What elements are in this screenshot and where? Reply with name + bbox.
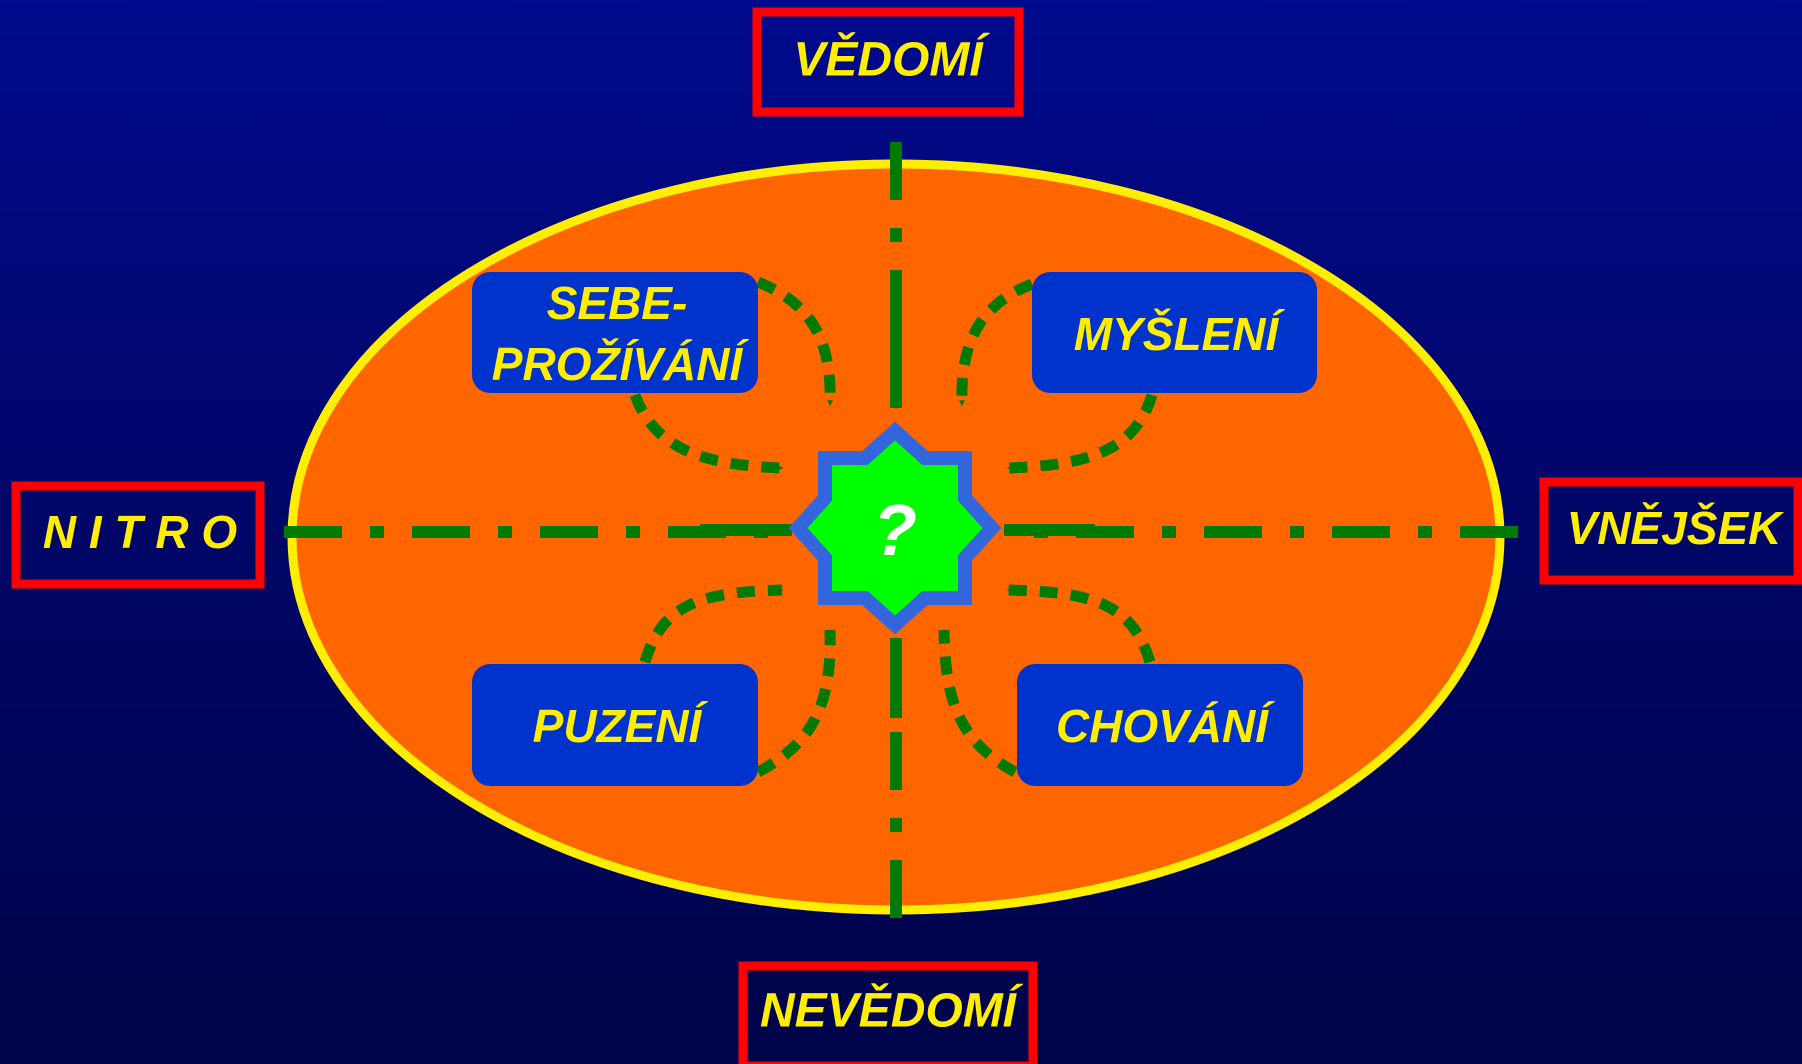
box-puzeni: PUZENÍ [472,664,758,786]
center-question-mark: ? [873,491,917,571]
label-vnejsek: VNĚJŠEK [1539,477,1802,585]
label-nevedomi-frame [738,961,1038,1064]
label-nitro-text: N I T R O [43,506,237,558]
star-shape [788,421,1002,635]
curve-mysleni-bottom [1006,393,1158,474]
label-vedomi-text: VĚDOMÍ [793,32,990,87]
curve-puzeni-top [639,584,784,664]
box-mysleni-bg [1032,272,1317,393]
label-vedomi-frame [752,7,1024,117]
label-nitro-frame [11,481,265,589]
box-chovani-label: CHOVÁNÍ [1056,700,1275,752]
label-vnejsek-frame [1539,477,1802,585]
curve-sebe-top [755,276,836,407]
box-mysleni-label: MYŠLENÍ [1074,308,1286,360]
curve-chovani-top [1006,584,1156,664]
curve-chovani-bottom [938,628,1018,777]
center-arrows [700,318,1095,718]
box-mysleni: MYŠLENÍ [1032,272,1317,393]
label-nevedomi-text: NEVĚDOMÍ [760,983,1024,1038]
box-sebeprozivani: SEBE- PROŽÍVÁNÍ [472,272,758,393]
center-star: ? [788,421,1002,635]
label-vedomi: VĚDOMÍ [752,7,1024,117]
label-vnejsek-text: VNĚJŠEK [1567,502,1785,554]
box-sebeprozivani-line2: PROŽÍVÁNÍ [492,338,750,390]
label-nevedomi: NEVĚDOMÍ [738,961,1038,1064]
box-chovani-bg [1017,664,1303,786]
box-chovani: CHOVÁNÍ [1017,664,1303,786]
box-puzeni-bg [472,664,758,786]
box-sebeprozivani-bg [472,272,758,393]
curve-sebe-bottom [629,393,784,474]
curve-mysleni-top [956,278,1035,407]
box-sebeprozivani-line1: SEBE- [547,277,688,329]
curved-arrows [629,276,1158,777]
box-puzeni-label: PUZENÍ [533,700,709,752]
label-nitro: N I T R O [11,481,265,589]
